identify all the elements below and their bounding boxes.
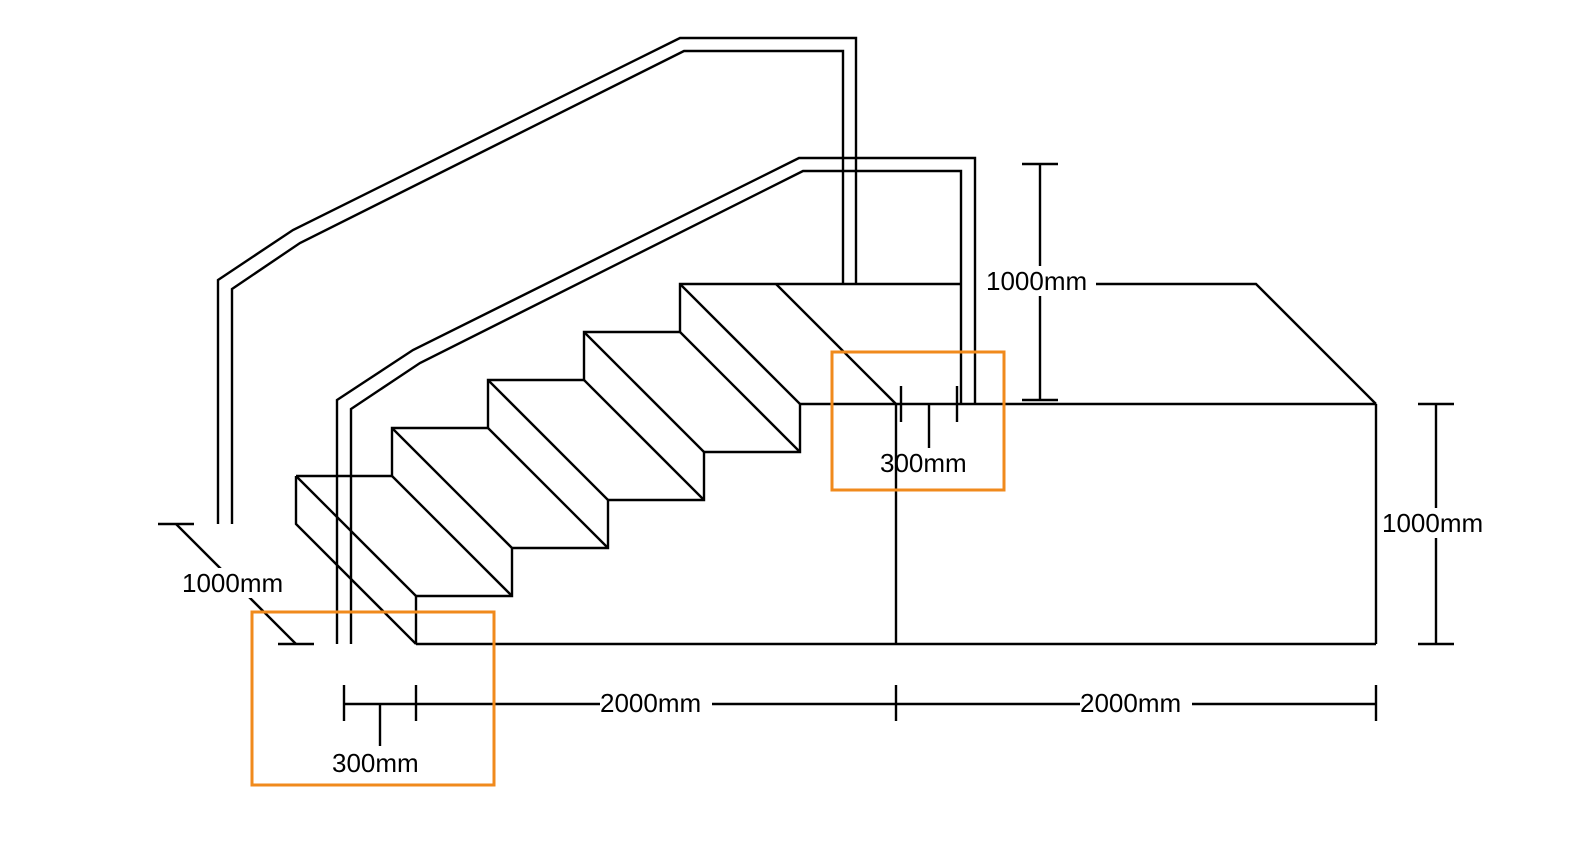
label-tread-top: 300mm	[880, 448, 967, 478]
dimension-landing-height: 1000mm	[984, 162, 1096, 402]
dimension-rail-height: 1000mm	[1380, 402, 1494, 646]
label-stair-width: 1000mm	[182, 568, 283, 598]
label-landing-height: 1000mm	[986, 266, 1087, 296]
label-tread-bottom: 300mm	[332, 748, 419, 778]
front-handrail	[335, 156, 977, 644]
landing-platform	[894, 282, 1378, 644]
dimension-stair-width: 1000mm	[158, 522, 314, 646]
label-rail-height: 1000mm	[1382, 508, 1483, 538]
dimension-tread-bottom: 300mm	[332, 685, 419, 778]
label-stair-run: 2000mm	[600, 688, 701, 718]
dimension-tread-top: 300mm	[880, 386, 967, 478]
back-handrail	[216, 36, 858, 524]
staircase	[294, 282, 1376, 646]
highlight-box-bottom-tread	[250, 610, 496, 787]
highlight-box-top-tread	[830, 350, 1006, 492]
dimension-horizontal-runs: 2000mm 2000mm	[416, 685, 1378, 721]
label-landing-length: 2000mm	[1080, 688, 1181, 718]
